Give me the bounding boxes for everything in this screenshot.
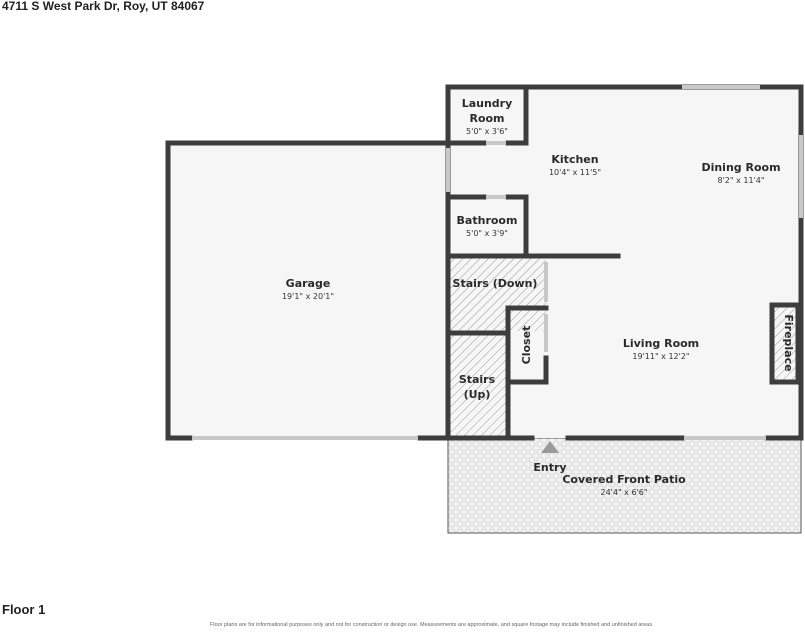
floor-label: Floor 1: [2, 602, 46, 617]
entry-arrow: [541, 441, 559, 453]
kitchen-label: Kitchen: [551, 153, 598, 166]
garage-floor: [168, 143, 448, 438]
patio-area: [447, 437, 802, 534]
stairs-up-label-1: Stairs: [459, 373, 496, 386]
living-dims: 19'11" x 12'2": [632, 352, 689, 361]
interior-walls: [445, 253, 621, 441]
stairs-down-hatch: [450, 258, 546, 331]
closet-walls: [505, 305, 549, 385]
stairs-up-label-2: (Up): [464, 388, 491, 401]
garage-label: Garage: [286, 277, 331, 290]
laundry-walls: [445, 84, 529, 146]
bathroom-dims: 5'0" x 3'9": [466, 229, 508, 238]
laundry-label-1: Laundry: [462, 97, 513, 110]
dining-dims: 8'2" x 11'4": [717, 176, 764, 185]
closet-label: Closet: [520, 326, 533, 365]
garage-walls: [165, 140, 451, 441]
laundry-dims: 5'0" x 3'6": [466, 127, 508, 136]
patio-dims: 24'4" x 6'6": [600, 488, 647, 497]
living-label: Living Room: [623, 337, 699, 350]
dining-label: Dining Room: [701, 161, 780, 174]
fireplace-label: Fireplace: [782, 314, 795, 371]
disclaimer: Floor plans are for informational purpos…: [210, 622, 654, 628]
laundry-label-2: Room: [469, 112, 504, 125]
garage-dims: 19'1" x 20'1": [282, 292, 334, 301]
stairs-down-label: Stairs (Down): [453, 277, 538, 290]
address-title: 4711 S West Park Dr, Roy, UT 84067: [2, 0, 205, 13]
kitchen-dims: 10'4" x 11'5": [549, 168, 601, 177]
stairs-up-hatch: [450, 334, 508, 436]
fireplace-box: [769, 302, 801, 385]
entry-label: Entry: [533, 461, 566, 474]
patio-label: Covered Front Patio: [562, 473, 686, 486]
bathroom-label: Bathroom: [457, 214, 518, 227]
fireplace-hatch: [772, 305, 798, 382]
